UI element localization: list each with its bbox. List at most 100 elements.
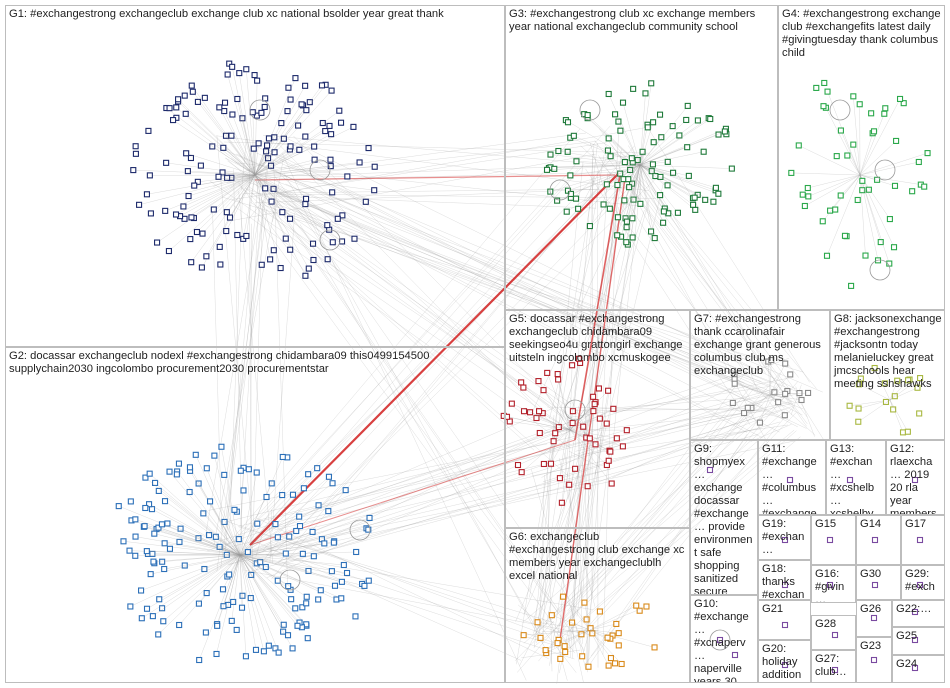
graph-node [566,481,573,488]
group-label-g16: G16: #givin… hero… [815,568,845,603]
graph-edge [536,417,571,431]
graph-edge [231,66,256,176]
graph-edge [534,162,584,629]
graph-node [607,654,614,662]
graph-edge [194,174,256,186]
graph-edge [514,620,555,662]
graph-node [262,185,269,192]
graph-edge [612,141,817,389]
graph-node [261,103,268,111]
graph-edge [769,360,772,396]
graph-edge [209,501,241,556]
graph-node [310,553,317,560]
group-box-g7: G7: #exchangestrong thank ccarolinafair … [690,310,830,440]
graph-edge [216,554,241,626]
graph-node [848,282,855,289]
graph-node [578,631,585,638]
graph-edge [589,629,622,665]
graph-node [217,261,224,268]
graph-node [846,402,853,409]
graph-edge [250,201,585,427]
graph-node [905,377,912,384]
graph-edge [840,130,861,176]
group-box-g25: G25 [892,627,945,655]
graph-edge [254,159,331,176]
graph-node [865,186,872,193]
graph-edge [639,164,674,173]
graph-edge [186,153,256,176]
graph-node [554,640,561,647]
graph-edge [166,107,256,176]
graph-node [296,513,303,520]
graph-edge [529,412,571,431]
graph-node [186,464,194,471]
self-loop [579,99,601,121]
graph-edge [639,164,664,223]
graph-node [520,632,527,639]
graph-node [685,172,692,179]
graph-node [891,182,899,189]
graph-edge [227,160,572,405]
graph-edge [239,554,284,632]
graph-edge [589,623,617,631]
self-loop [309,159,331,181]
graph-node [781,581,789,589]
graph-node [220,144,227,151]
graph-node [176,538,183,545]
graph-edge [246,188,783,399]
graph-edge [225,158,270,517]
graph-node [138,587,145,594]
graph-edge [218,174,256,177]
graph-edge [579,412,797,639]
graph-node [166,468,173,475]
graph-node [756,419,764,426]
graph-node [555,147,562,155]
graph-edge [278,421,780,562]
graph-edge [277,142,563,435]
graph-edge [254,151,267,176]
graph-edge [246,69,256,176]
graph-node [904,428,911,435]
graph-node [267,162,275,169]
graph-node [781,621,789,629]
graph-node [658,134,665,141]
graph-node [169,117,177,124]
graph-node [287,215,294,222]
graph-edge [210,181,575,434]
graph-edge [254,166,375,176]
graph-node [151,530,158,537]
group-label-g29: G29: #exch… [905,568,935,600]
group-box-g24: G24 [892,655,945,683]
graph-edge [542,415,555,644]
graph-edge [734,383,771,396]
graph-node [871,536,879,544]
graph-node [132,150,139,157]
graph-node [279,209,286,216]
graph-edge [840,174,861,196]
graph-edge [599,128,800,396]
graph-node [207,498,214,505]
graph-node [219,169,226,176]
graph-edge [165,174,256,212]
graph-edge [239,554,243,608]
graph-edge [144,525,241,556]
graph-node [152,479,159,486]
graph-node [254,520,261,527]
graph-edge [248,199,265,220]
graph-node [263,493,270,501]
graph-node [132,516,139,523]
graph-edge [238,184,535,451]
graph-node [587,625,594,632]
graph-edge [859,174,890,264]
graph-node [567,190,575,198]
graph-node [166,105,173,112]
graph-edge [575,401,793,452]
graph-node [801,202,808,210]
graph-node [192,451,199,458]
graph-node [132,533,139,540]
graph-node [607,153,614,160]
graph-node [871,364,878,372]
graph-node [280,628,287,635]
graph-node [561,643,568,650]
graph-node [284,632,292,639]
